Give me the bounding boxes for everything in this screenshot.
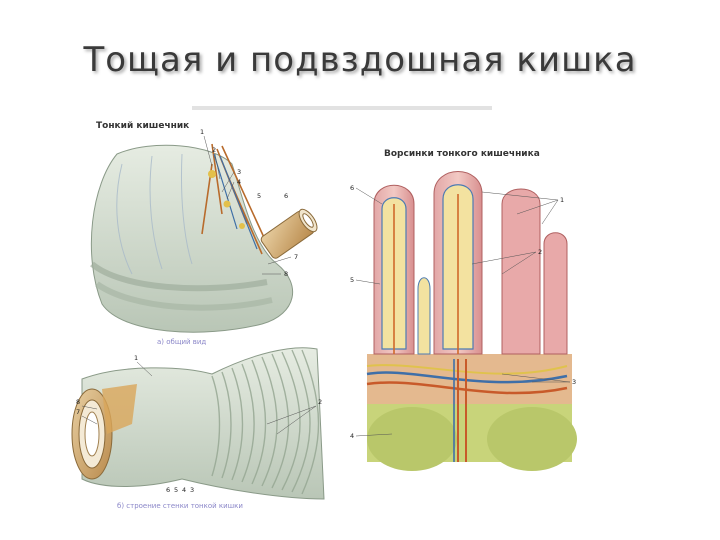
label-villi-3: 3 (572, 378, 576, 386)
anatomy-figure: Тонкий кишечник 1 2 3 4 (62, 104, 582, 524)
cropped-text-line (192, 106, 492, 110)
small-intestine-loops (90, 143, 318, 333)
label-a-3: 3 (237, 168, 241, 176)
label-b-2: 2 (318, 398, 322, 406)
villi-number-labels: 1 2 3 4 5 6 (350, 184, 576, 440)
anatomy-illustration: Тонкий кишечник 1 2 3 4 (71, 106, 577, 510)
label-a-4: 4 (237, 178, 241, 186)
label-b-1: 1 (134, 354, 138, 362)
label-b-5: 5 (174, 486, 178, 494)
label-b-3: 3 (190, 486, 194, 494)
panel-a-number-labels: 1 2 3 4 5 6 7 8 (200, 128, 298, 278)
label-villi-6: 6 (350, 184, 354, 192)
label-villi-4: 4 (350, 432, 354, 440)
label-b-8: 8 (76, 398, 80, 406)
slide-title: Тощая и подвздошная кишка (83, 40, 637, 80)
label-villi-5: 5 (350, 276, 354, 284)
label-a-2: 2 (212, 146, 216, 154)
label-villi-1: 1 (560, 196, 564, 204)
villi-illustration (366, 171, 577, 471)
intestine-wall-section (71, 347, 325, 500)
label-a-7: 7 (294, 253, 298, 261)
caption-a: а) общий вид (157, 338, 206, 346)
label-b-7: 7 (76, 408, 80, 416)
label-a-8: 8 (284, 270, 288, 278)
label-a-6: 6 (284, 192, 288, 200)
panel-a-title: Тонкий кишечник (96, 121, 189, 131)
label-villi-2: 2 (538, 248, 542, 256)
label-a-5: 5 (257, 192, 261, 200)
label-b-6: 6 (166, 486, 170, 494)
panel-villi-title: Ворсинки тонкого кишечника (384, 149, 540, 159)
label-b-4: 4 (182, 486, 186, 494)
label-a-1: 1 (200, 128, 204, 136)
caption-b: б) строение стенки тонкой кишки (117, 502, 243, 510)
panel-b-number-labels: 1 2 3 4 5 6 7 8 (76, 354, 322, 494)
